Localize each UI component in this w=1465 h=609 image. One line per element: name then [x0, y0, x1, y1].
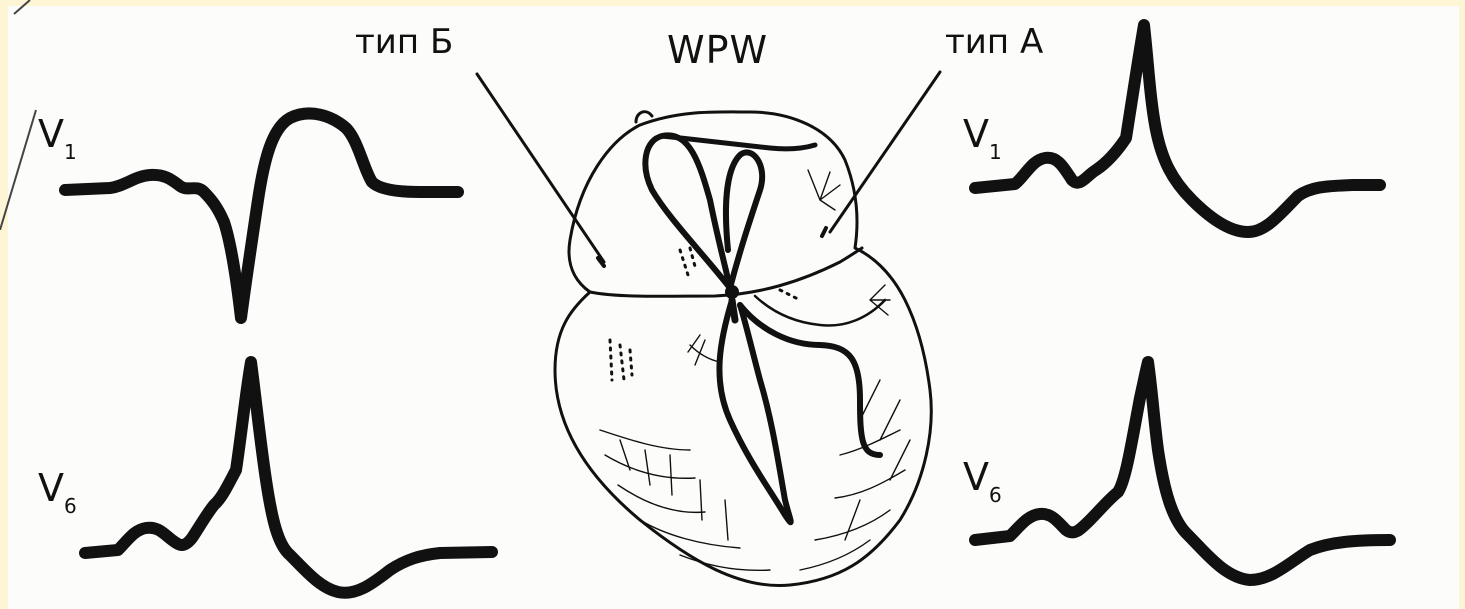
- internodal-loop-right: [726, 152, 762, 288]
- pointer-line-type-a: [830, 72, 940, 232]
- pointer-line-type-b: [477, 74, 604, 262]
- arrow-tip-type-a: [822, 228, 826, 236]
- atrial-divider: [755, 296, 885, 326]
- his-bundle: [732, 300, 735, 320]
- internodal-loop-left: [645, 135, 730, 288]
- ecg-trace-left-v6: [85, 362, 492, 593]
- ecg-trace-right-v1: [975, 25, 1380, 232]
- ecg-trace-right-v6: [975, 362, 1390, 580]
- dotted-marks: [610, 248, 800, 380]
- ecg-trace-left-v1: [65, 113, 458, 318]
